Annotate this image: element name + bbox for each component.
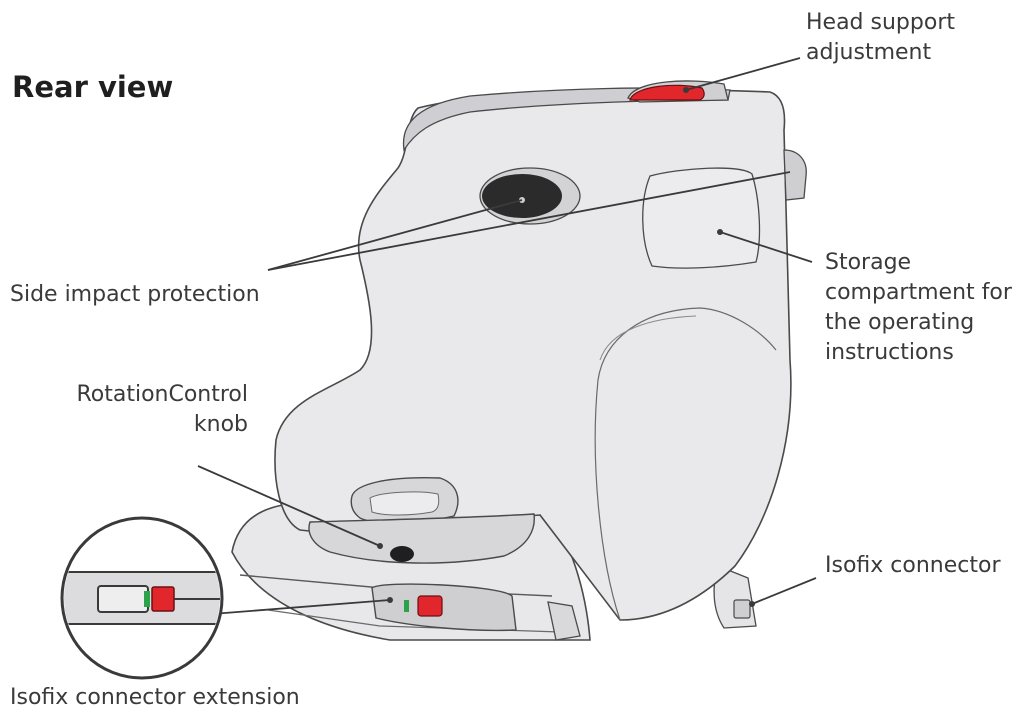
seat-back-contour-inner xyxy=(599,315,697,361)
label-rotation-control-line-1: RotationControl xyxy=(76,382,248,407)
label-storage-line-1: Storage xyxy=(825,250,912,275)
zoom-inset-red-button xyxy=(151,586,175,612)
label-storage-line-3: the operating xyxy=(825,310,975,335)
label-head-support-adjustment: Head support adjustment xyxy=(806,8,955,68)
label-side-impact-protection: Side impact protection xyxy=(10,280,260,310)
label-side-impact-line-1: Side impact protection xyxy=(10,282,260,307)
leader-isofix-extension xyxy=(211,599,391,615)
label-isofix-connector: Isofix connector xyxy=(825,551,1000,581)
label-rotation-control-line-2: knob xyxy=(193,412,248,437)
label-isofix-connector-extension: Isofix connector extension xyxy=(10,683,300,713)
isofix-extension-slot xyxy=(371,583,517,632)
seat-back-contour xyxy=(594,307,777,621)
label-rotation-control-knob: RotationControl knob xyxy=(40,380,248,440)
side-tab xyxy=(783,149,807,201)
storage-compartment xyxy=(642,167,761,269)
isofix-extension-red-button xyxy=(417,595,443,617)
carry-handle-inner xyxy=(369,491,440,516)
rotation-control-panel xyxy=(308,513,535,564)
rotation-control-knob xyxy=(390,546,414,562)
zoom-inset-green-indicator xyxy=(144,591,150,607)
isofix-connector-latch xyxy=(733,599,751,619)
label-storage-line-4: instructions xyxy=(825,340,954,365)
leader-side-impact-b xyxy=(267,171,791,271)
label-head-support-line-2: adjustment xyxy=(806,40,932,65)
leader-head-support xyxy=(685,57,801,91)
leader-isofix-connector xyxy=(751,577,817,605)
label-isofix-extension-line-1: Isofix connector extension xyxy=(10,685,300,710)
leader-side-impact-a xyxy=(267,199,523,271)
headrest-rim xyxy=(402,87,731,152)
label-storage-compartment: Storage compartment for the operating in… xyxy=(825,248,1012,368)
rear-foot-left xyxy=(547,601,581,641)
label-isofix-connector-line-1: Isofix connector xyxy=(825,553,1001,578)
page-title: Rear view xyxy=(12,70,174,104)
zoom-inset-connector-body xyxy=(97,585,149,613)
leader-rotation-control xyxy=(197,465,381,547)
leader-storage xyxy=(719,231,813,263)
side-impact-pad xyxy=(482,174,562,218)
label-storage-line-2: compartment for xyxy=(825,280,1012,305)
isofix-extension-green-mark xyxy=(404,600,409,612)
label-head-support-line-1: Head support xyxy=(806,10,955,35)
